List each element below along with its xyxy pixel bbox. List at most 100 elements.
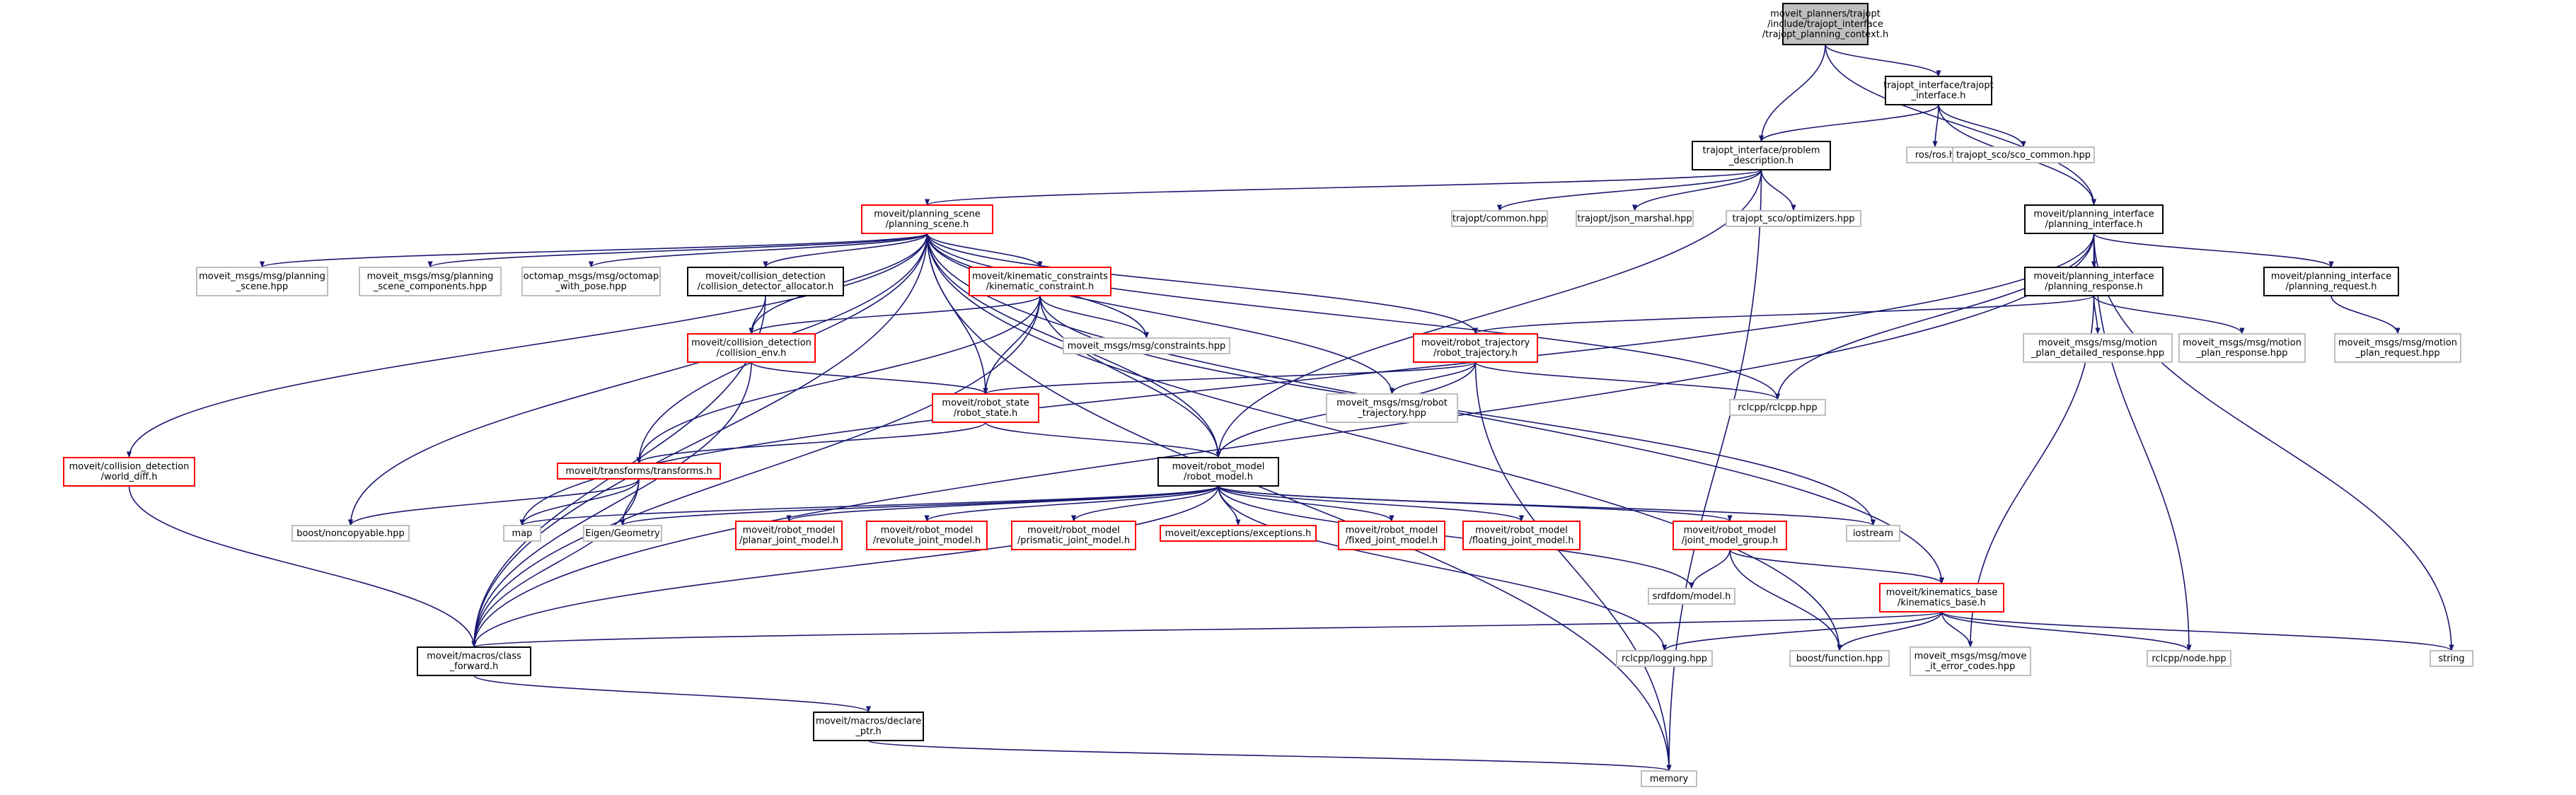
node-label: _forward.h: [449, 661, 499, 672]
node-eigen[interactable]: Eigen/Geometry: [583, 525, 662, 542]
node-label: moveit/collision_detection: [705, 272, 826, 282]
node-ti[interactable]: trajopt_interface/trajopt_interface.h: [1883, 76, 1994, 105]
node-rosh[interactable]: ros/ros.h: [1906, 146, 1964, 163]
node-exc[interactable]: moveit/exceptions/exceptions.h: [1160, 525, 1317, 542]
node-fjm[interactable]: moveit/robot_model/fixed_joint_model.h: [1338, 521, 1445, 550]
node-label: /kinematics_base.h: [1898, 598, 1986, 608]
node-rclcpp[interactable]: rclcpp/rclcpp.hpp: [1729, 399, 1826, 416]
node-box: [2334, 333, 2461, 363]
node-label: moveit/robot_model: [1475, 526, 1568, 536]
node-jmg[interactable]: moveit/robot_model/joint_model_group.h: [1673, 521, 1787, 550]
edge-rm-to-fjm: [1218, 485, 1394, 522]
node-label: /trajopt_planning_context.h: [1762, 29, 1888, 40]
node-cf[interactable]: moveit/macros/class_forward.h: [417, 646, 531, 676]
node-mrt[interactable]: moveit_msgs/msg/robot_trajectory.hpp: [1326, 393, 1458, 423]
node-opt[interactable]: trajopt_sco/optimizers.hpp: [1726, 210, 1861, 227]
node-presp[interactable]: moveit/planning_interface/planning_respo…: [2024, 267, 2164, 296]
node-label: _scene_components.hpp: [373, 282, 487, 292]
node-box: [1576, 210, 1694, 227]
node-common[interactable]: trajopt/common.hpp: [1451, 210, 1548, 227]
node-box: [1885, 76, 1992, 105]
node-box: [1726, 210, 1861, 227]
node-label: _description.h: [1728, 156, 1794, 166]
node-mpreq[interactable]: moveit_msgs/msg/motion_plan_request.hpp: [2334, 333, 2461, 363]
node-mpdr[interactable]: moveit_msgs/msg/motion_plan_detailed_res…: [2023, 333, 2173, 363]
node-label: ros/ros.h: [1915, 150, 1955, 161]
node-rm[interactable]: moveit/robot_model/robot_model.h: [1157, 457, 1279, 487]
edge-preq-to-mpreq: [2330, 295, 2401, 335]
node-label: /joint_model_group.h: [1682, 535, 1779, 546]
edge-ps-to-memory: [926, 233, 1672, 772]
node-box: [1910, 646, 2031, 676]
node-kb[interactable]: moveit/kinematics_base/kinematics_base.h: [1879, 583, 2004, 613]
node-label: /include/trajopt_interface: [1767, 19, 1883, 30]
node-memory[interactable]: memory: [1641, 770, 1697, 787]
node-preq[interactable]: moveit/planning_interface/planning_reque…: [2263, 267, 2399, 296]
node-cda[interactable]: moveit/collision_detection/collision_det…: [687, 267, 844, 296]
node-box: [1413, 333, 1538, 363]
node-kc[interactable]: moveit/kinematic_constraints/kinematic_c…: [969, 267, 1111, 296]
node-label: moveit/robot_model: [1172, 462, 1265, 472]
edge-kc-to-constr: [1039, 295, 1150, 339]
node-box: [2024, 267, 2164, 296]
edge-ps-to-bnc: [347, 233, 928, 526]
node-map[interactable]: map: [503, 525, 541, 542]
node-octo[interactable]: octomap_msgs/msg/octomap_with_pose.hpp: [521, 267, 661, 296]
node-mpr[interactable]: moveit_msgs/msg/motion_plan_response.hpp: [2178, 333, 2306, 363]
node-box: [521, 267, 661, 296]
node-root[interactable]: moveit_planners/trajopt/include/trajopt_…: [1762, 3, 1888, 45]
node-rjm[interactable]: moveit/robot_model/revolute_joint_model.…: [866, 521, 988, 550]
edge-pi-to-rclnode: [2093, 233, 2192, 651]
node-prjm[interactable]: moveit/robot_model/prismatic_joint_model…: [1011, 521, 1136, 550]
node-bfunc[interactable]: boost/function.hpp: [1789, 650, 1890, 667]
node-box: [1462, 521, 1581, 550]
node-json[interactable]: trajopt/json_marshal.hpp: [1576, 210, 1694, 227]
node-box: [557, 463, 721, 480]
edge-rm-to-rjm: [924, 485, 1219, 522]
node-rs[interactable]: moveit/robot_state/robot_state.h: [932, 393, 1039, 423]
node-box: [861, 204, 993, 234]
node-mpsc[interactable]: moveit_msgs/msg/planning_scene_component…: [359, 267, 502, 296]
edge-rm-to-pjm: [786, 485, 1219, 522]
node-sco_common[interactable]: trajopt_sco/sco_common.hpp: [1952, 146, 2095, 163]
node-ps[interactable]: moveit/planning_scene/planning_scene.h: [861, 204, 993, 234]
node-pi[interactable]: moveit/planning_interface/planning_inter…: [2024, 204, 2164, 234]
node-rcllog[interactable]: rclcpp/logging.hpp: [1616, 650, 1713, 667]
node-box: [1789, 650, 1890, 667]
node-label: _with_pose.hpp: [555, 282, 626, 292]
node-label: _plan_detailed_response.hpp: [2031, 348, 2164, 359]
node-pjm[interactable]: moveit/robot_model/planar_joint_model.h: [735, 521, 843, 550]
node-box: [503, 525, 541, 542]
node-bnc[interactable]: boost/noncopyable.hpp: [291, 525, 410, 542]
node-label: map: [512, 528, 533, 539]
node-tf[interactable]: moveit/transforms/transforms.h: [557, 463, 721, 480]
node-iostream[interactable]: iostream: [1846, 525, 1900, 542]
node-label: moveit/robot_model: [743, 526, 836, 536]
node-label: rclcpp/logging.hpp: [1622, 654, 1707, 664]
node-box: [1846, 525, 1900, 542]
node-wd[interactable]: moveit/collision_detection/world_diff.h: [63, 457, 195, 487]
node-string[interactable]: string: [2430, 650, 2473, 667]
edge-ps-to-mrt: [926, 233, 1395, 395]
node-rclnode[interactable]: rclcpp/node.hpp: [2147, 650, 2231, 667]
node-srdf[interactable]: srdfdom/model.h: [1648, 588, 1735, 605]
edge-rs-to-rm: [985, 422, 1221, 458]
node-ce[interactable]: moveit/collision_detection/collision_env…: [687, 333, 816, 363]
node-label: /planning_request.h: [2285, 282, 2376, 292]
node-box: [417, 646, 531, 676]
node-merr[interactable]: moveit_msgs/msg/move_it_error_codes.hpp: [1910, 646, 2031, 676]
edge-pi-to-rclcpp: [1774, 233, 2095, 400]
node-label: /planar_joint_model.h: [739, 535, 838, 546]
node-dp[interactable]: moveit/macros/declare_ptr.h: [813, 712, 924, 741]
node-label: srdfdom/model.h: [1653, 591, 1731, 602]
node-pd[interactable]: trajopt_interface/problem_description.h: [1692, 141, 1831, 170]
node-fljm[interactable]: moveit/robot_model/floating_joint_model.…: [1462, 521, 1581, 550]
edge-rm-to-map: [519, 485, 1219, 526]
node-constr[interactable]: moveit_msgs/msg/constraints.hpp: [1063, 337, 1230, 354]
edge-pd-to-ps: [925, 169, 1762, 206]
edge-rm-to-prjm: [1070, 485, 1219, 522]
node-mps[interactable]: moveit_msgs/msg/planning_scene.hpp: [196, 267, 328, 296]
node-label: moveit/robot_model: [1346, 526, 1438, 536]
node-label: moveit/exceptions/exceptions.h: [1165, 528, 1312, 539]
node-rtraj[interactable]: moveit/robot_trajectory/robot_trajectory…: [1413, 333, 1538, 363]
